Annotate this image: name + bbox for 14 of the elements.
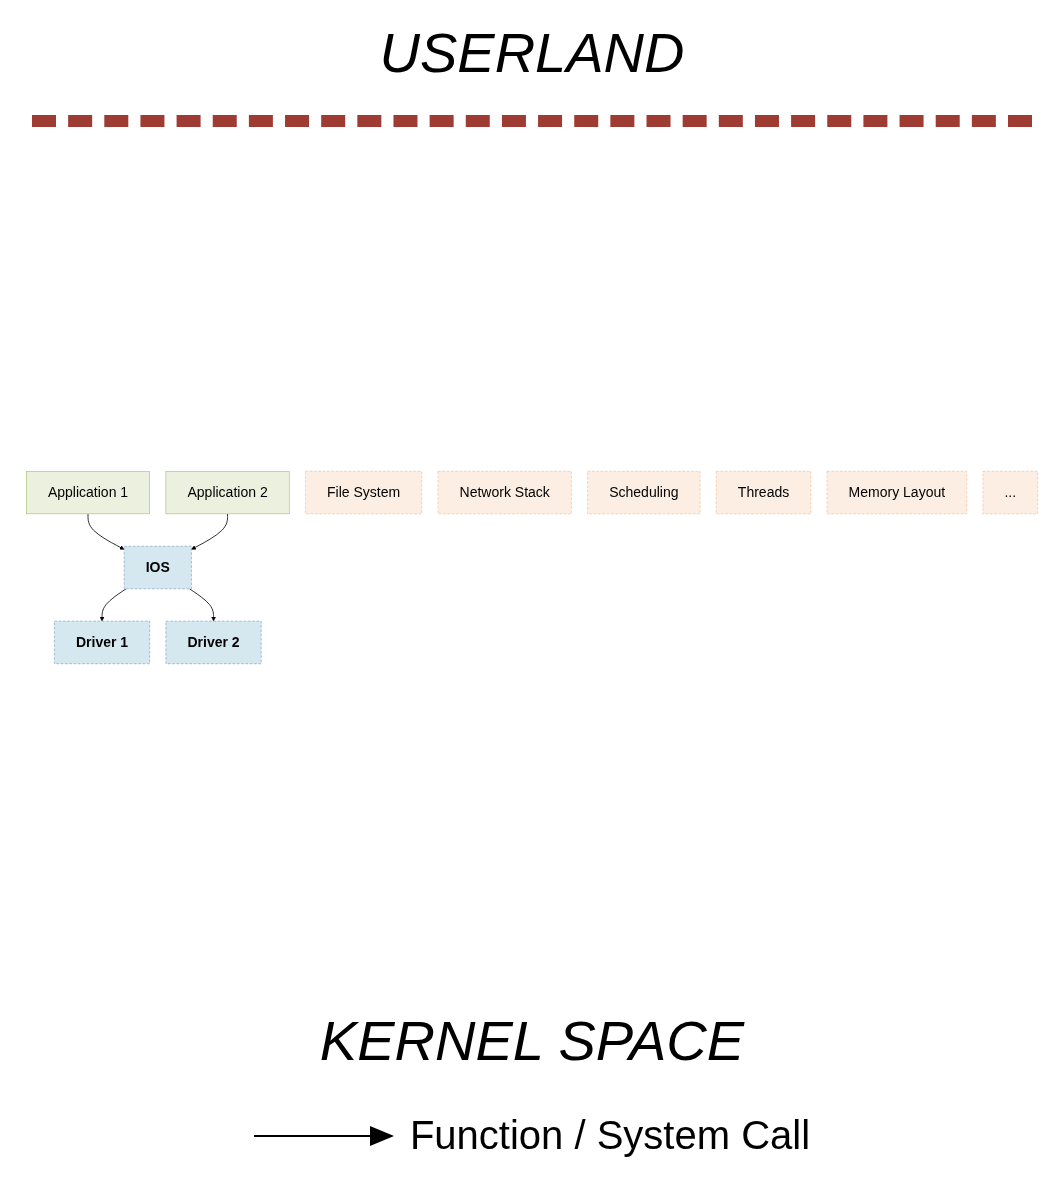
node-box: ...: [982, 471, 1038, 515]
node-box: Network Stack: [437, 471, 572, 515]
node-box: Driver 1: [54, 620, 150, 664]
node-box: IOS: [123, 545, 192, 590]
node-box: Scheduling: [587, 471, 701, 515]
region-label: USERLAND: [379, 20, 685, 85]
node-box: File System: [305, 471, 423, 515]
region-label: KERNEL SPACE: [319, 1008, 745, 1073]
node-box: Memory Layout: [826, 471, 967, 515]
node-box: Threads: [716, 471, 812, 515]
node-box: Application 1: [26, 471, 150, 515]
node-box: Driver 2: [165, 620, 262, 664]
node-box: Application 2: [165, 471, 290, 515]
legend-label: Function / System Call: [409, 1113, 811, 1158]
